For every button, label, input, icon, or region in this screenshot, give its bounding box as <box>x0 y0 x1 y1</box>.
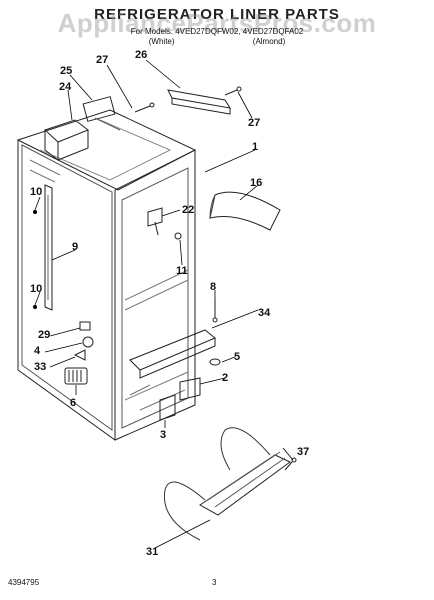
diagram-title: REFRIGERATOR LINER PARTS <box>94 6 340 23</box>
screw-8[interactable] <box>212 298 218 323</box>
callout-34[interactable]: 34 <box>258 307 271 319</box>
screw-dots <box>33 210 37 309</box>
part-4[interactable] <box>82 336 94 348</box>
part-29[interactable] <box>79 321 91 331</box>
page-number: 3 <box>212 578 217 587</box>
callout-10a[interactable]: 10 <box>30 186 42 198</box>
vent-6[interactable] <box>64 367 88 385</box>
heater-assembly-31[interactable] <box>163 427 291 541</box>
callout-25[interactable]: 25 <box>60 65 72 77</box>
callout-10b[interactable]: 10 <box>30 283 42 295</box>
bracket-22[interactable] <box>147 207 163 236</box>
color-white-label: (White) <box>148 37 175 46</box>
callout-3[interactable]: 3 <box>160 429 166 441</box>
shelf-support-34[interactable] <box>129 329 216 379</box>
callout-27b[interactable]: 27 <box>248 117 260 129</box>
callout-31[interactable]: 31 <box>146 546 158 558</box>
callout-4[interactable]: 4 <box>34 345 41 357</box>
bracket-2[interactable] <box>179 377 201 401</box>
control-housing[interactable] <box>44 96 121 162</box>
color-line: (White) (Almond) <box>0 37 434 46</box>
callout-16[interactable]: 16 <box>250 177 262 189</box>
callout-5[interactable]: 5 <box>234 351 240 363</box>
watermark: AppliancePartsPros.com <box>57 8 377 38</box>
callout-8[interactable]: 8 <box>210 281 216 293</box>
document-number: 4394795 <box>8 578 40 587</box>
callout-33[interactable]: 33 <box>34 361 46 373</box>
screw-27b[interactable] <box>224 86 242 96</box>
callout-1[interactable]: 1 <box>252 141 258 153</box>
part-33[interactable] <box>73 349 86 361</box>
screw-37[interactable] <box>284 457 297 471</box>
bracket-3[interactable] <box>159 394 176 421</box>
top-trim-strip[interactable] <box>167 89 232 115</box>
callout-27a[interactable]: 27 <box>96 54 108 66</box>
callout-29[interactable]: 29 <box>38 329 50 341</box>
callout-37[interactable]: 37 <box>297 446 309 458</box>
callout-24[interactable]: 24 <box>59 81 72 93</box>
callout-11[interactable]: 11 <box>176 265 188 277</box>
callout-6[interactable]: 6 <box>70 397 76 409</box>
models-line: For Models: 4VED27DQFW02, 4VED27DQFA02 <box>130 27 304 36</box>
light-cover[interactable] <box>209 191 281 231</box>
screw-27a[interactable] <box>134 102 155 113</box>
callout-26[interactable]: 26 <box>135 49 147 61</box>
callout-9[interactable]: 9 <box>72 241 78 253</box>
shelf-rail[interactable] <box>44 184 53 311</box>
callout-2[interactable]: 2 <box>222 372 228 384</box>
callout-22[interactable]: 22 <box>182 204 194 216</box>
screw-11[interactable] <box>174 232 182 240</box>
color-almond-label: (Almond) <box>252 37 286 46</box>
grommet-5[interactable] <box>209 358 221 366</box>
leader-lines <box>34 59 294 549</box>
